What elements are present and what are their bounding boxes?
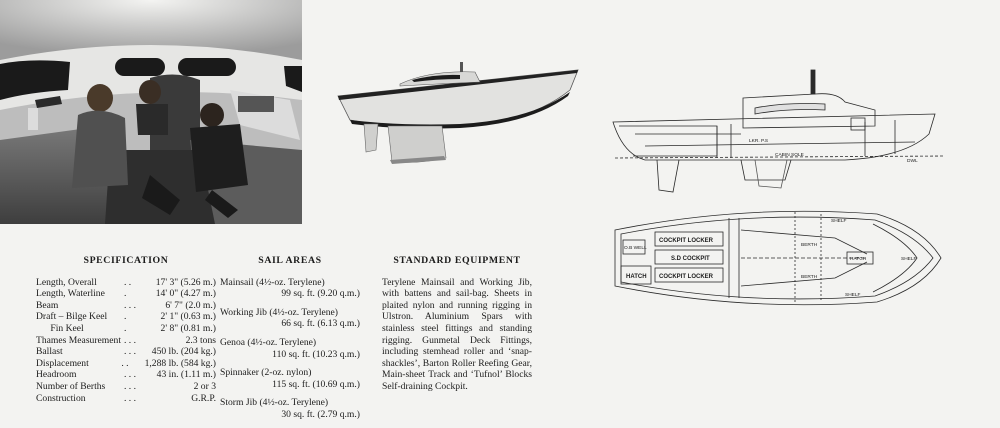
- sail-areas-heading: SAIL AREAS: [258, 255, 322, 266]
- spec-value: 2' 8" (0.81 m.): [160, 322, 216, 334]
- spec-label: Headroom: [36, 369, 77, 381]
- spec-dots: . . .: [124, 334, 136, 346]
- spec-row: Length, Overall . . 17' 3" (5.26 m.): [36, 277, 216, 289]
- spec-dots: .: [124, 322, 127, 334]
- sail-area-value: 30 sq. ft. (2.79 q.m.): [281, 408, 360, 420]
- sail-name: Storm Jib (4½-oz. Terylene): [220, 397, 329, 409]
- spec-value: 450 lb. (204 kg.): [151, 346, 216, 358]
- spec-value: 17' 3" (5.26 m.): [155, 276, 216, 288]
- sail-item: Storm Jib (4½-oz. Terylene)30 sq. ft. (2…: [220, 397, 360, 420]
- spec-row: Number of Berths . . . 2 or 3: [36, 381, 216, 393]
- specification-list: Length, Overall. .17' 3" (5.26 m.)Length…: [36, 277, 216, 405]
- profile-diagram: LKR. P.S CABIN SOLE DWL: [612, 69, 946, 193]
- spec-value: G.R.P.: [191, 392, 216, 404]
- spec-dots: . .: [124, 276, 132, 288]
- spec-value: 1,288 lb. (584 kg.): [144, 357, 216, 369]
- spec-row: Thames Measurement. . . 2.3 tons: [36, 335, 216, 347]
- plan-label-shelf-bow: SHELF: [901, 256, 917, 262]
- sail-name: Spinnaker (2-oz. nylon): [220, 367, 312, 379]
- hull-image: [337, 62, 579, 164]
- spec-value: 2.3 tons: [185, 334, 216, 346]
- sail-areas-section: SAIL AREAS Mainsail (4½-oz. Terylene)99 …: [220, 255, 360, 428]
- spec-row: Construction . . . G.R.P.: [36, 393, 216, 405]
- profile-drawing: LKR. P.S CABIN SOLE DWL: [605, 62, 946, 202]
- plan-label-cockpit-locker-top: COCKPIT LOCKER: [659, 238, 714, 244]
- sail-areas-list: Mainsail (4½-oz. Terylene)99 sq. ft. (9.…: [220, 277, 360, 421]
- spec-row: Length, Waterline. 14' 0" (4.27 m.): [36, 288, 216, 300]
- deck-plan-diagram: O.B WELL HATCH COCKPIT LOCKER S.D COCKPI…: [614, 210, 942, 306]
- spec-label: Ballast: [36, 346, 63, 358]
- plan-label-hatch-aft: HATCH: [626, 274, 647, 280]
- spec-label: Number of Berths: [36, 380, 106, 392]
- cabin-interior-photo: [0, 0, 302, 224]
- spec-dots: .: [124, 311, 127, 323]
- spec-label: Beam: [36, 299, 59, 311]
- deck-plan-drawing: O.B WELL HATCH COCKPIT LOCKER S.D COCKPI…: [605, 200, 950, 315]
- sail-item: Spinnaker (2-oz. nylon)115 sq. ft. (10.6…: [220, 367, 360, 390]
- sail-item: Working Jib (4½-oz. Terylene)66 sq. ft. …: [220, 307, 360, 330]
- spec-value: 2' 1" (0.63 m.): [160, 311, 216, 323]
- hull-photo: [330, 60, 590, 170]
- spec-value: 43 in. (1.11 m.): [156, 369, 216, 381]
- sail-item: Mainsail (4½-oz. Terylene)99 sq. ft. (9.…: [220, 277, 360, 300]
- spec-label: Length, Waterline: [36, 288, 105, 300]
- sail-name: Mainsail (4½-oz. Terylene): [220, 276, 325, 288]
- plan-label-sd-cockpit: S.D COCKPIT: [671, 256, 710, 262]
- standard-equipment-heading: STANDARD EQUIPMENT: [393, 255, 521, 266]
- sail-item: Genoa (4½-oz. Terylene)110 sq. ft. (10.2…: [220, 337, 360, 360]
- plan-label-berth-bottom: BERTH: [801, 274, 818, 280]
- spec-dots: . . .: [124, 380, 136, 392]
- spec-label: Construction: [36, 392, 86, 404]
- specification-heading: SPECIFICATION: [83, 255, 169, 266]
- plan-label-cockpit-locker-bottom: COCKPIT LOCKER: [659, 274, 714, 280]
- standard-equipment-section: STANDARD EQUIPMENT Terylene Mainsail and…: [382, 255, 532, 393]
- spec-value: 2 or 3: [193, 380, 216, 392]
- spec-row: Ballast . . . 450 lb. (204 kg.): [36, 346, 216, 358]
- specification-section: SPECIFICATION Length, Overall. .17' 3" (…: [36, 255, 216, 404]
- spec-dots: . . .: [124, 369, 136, 381]
- spec-row: Beam . . . 6' 7" (2.0 m.): [36, 300, 216, 312]
- plan-label-shelf-bottom: SHELF: [845, 292, 861, 298]
- spec-value: 14' 0" (4.27 m.): [155, 288, 216, 300]
- spec-dots: . .: [121, 357, 129, 369]
- plan-label-hatch-fwd: HATCH: [850, 256, 867, 262]
- spec-label: Draft – Bilge Keel: [36, 311, 108, 323]
- spec-dots: . . .: [124, 346, 136, 358]
- sail-area-value: 110 sq. ft. (10.23 q.m.): [272, 348, 360, 360]
- spec-dots: . . .: [124, 392, 136, 404]
- spec-row: Draft – Bilge Keel. 2' 1" (0.63 m.): [36, 311, 216, 323]
- cabin-interior-image: [0, 0, 302, 224]
- sail-area-value: 66 sq. ft. (6.13 q.m.): [281, 318, 360, 330]
- spec-label: Fin Keel: [36, 322, 84, 334]
- spec-label: Thames Measurement: [36, 334, 121, 346]
- sail-name: Working Jib (4½-oz. Terylene): [220, 306, 339, 318]
- profile-label-locker: LKR. P.S: [749, 138, 768, 144]
- plan-label-berth-top: BERTH: [801, 242, 818, 248]
- spec-row: Displacement . . 1,288 lb. (584 kg.): [36, 358, 216, 370]
- profile-label-cabin-sole: CABIN SOLE: [775, 152, 804, 158]
- sail-area-value: 115 sq. ft. (10.69 q.m.): [272, 378, 360, 390]
- spec-row: Fin Keel. 2' 8" (0.81 m.): [36, 323, 216, 335]
- standard-equipment-text: Terylene Mainsail and Working Jib, with …: [382, 276, 532, 392]
- plan-label-ob-well: O.B WELL: [624, 245, 647, 251]
- spec-label: Displacement: [36, 357, 89, 369]
- spec-dots: . . .: [124, 299, 136, 311]
- plan-label-shelf-top: SHELF: [831, 218, 847, 224]
- spec-row: Headroom . . . 43 in. (1.11 m.): [36, 369, 216, 381]
- spec-value: 6' 7" (2.0 m.): [165, 299, 216, 311]
- profile-label-dwl: DWL: [907, 158, 918, 164]
- sail-name: Genoa (4½-oz. Terylene): [220, 336, 317, 348]
- spec-dots: .: [124, 288, 127, 300]
- spec-label: Length, Overall: [36, 276, 97, 288]
- sail-area-value: 99 sq. ft. (9.20 q.m.): [281, 288, 360, 300]
